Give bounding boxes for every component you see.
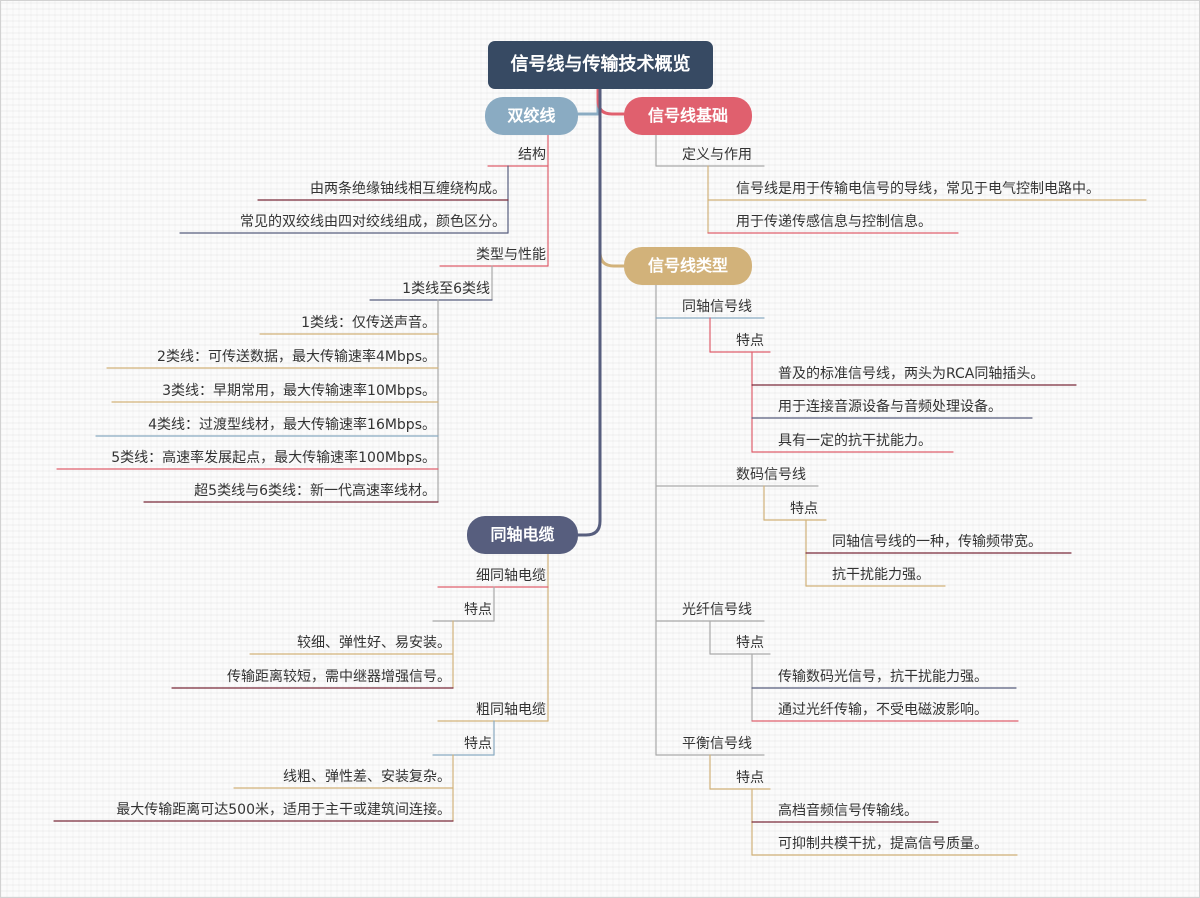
node-thin-coax[interactable]: 细同轴电缆 — [476, 568, 546, 584]
node-balanced-feature-item[interactable]: 可抑制共模干扰，提高信号质量。 — [778, 836, 988, 852]
trunk-basics — [596, 87, 626, 116]
node-coaxial-feature-item[interactable]: 普及的标准信号线，两头为RCA同轴插头。 — [778, 366, 1045, 382]
node-balanced-feature-item[interactable]: 高档音频信号传输线。 — [778, 803, 918, 819]
trunk-coax — [576, 87, 602, 537]
node-category-item[interactable]: 2类线：可传送数据，最大传输速率4Mbps。 — [157, 349, 436, 365]
node-definition-item[interactable]: 信号线是用于传输电信号的导线，常见于电气控制电路中。 — [736, 181, 1100, 197]
trunk-types — [598, 87, 626, 268]
topic-twisted-pair[interactable]: 双绞线 — [485, 97, 578, 135]
node-structure[interactable]: 结构 — [518, 147, 546, 163]
node-balanced-feature[interactable]: 特点 — [736, 770, 764, 786]
node-structure-item[interactable]: 常见的双绞线由四对绞线组成，颜色区分。 — [240, 214, 506, 230]
node-category-item[interactable]: 超5类线与6类线：新一代高速率线材。 — [194, 483, 436, 499]
topic-signal-types[interactable]: 信号线类型 — [624, 247, 752, 285]
node-thick-feature-item[interactable]: 线粗、弹性差、安装复杂。 — [283, 769, 451, 785]
root-topic[interactable]: 信号线与传输技术概览 — [488, 41, 713, 89]
node-coaxial-feature-item[interactable]: 具有一定的抗干扰能力。 — [778, 433, 932, 449]
node-fiber-feature-item[interactable]: 传输数码光信号，抗干扰能力强。 — [778, 669, 988, 685]
node-balanced-signal[interactable]: 平衡信号线 — [682, 736, 752, 752]
node-fiber-feature-item[interactable]: 通过光纤传输，不受电磁波影响。 — [778, 702, 988, 718]
node-coaxial-signal[interactable]: 同轴信号线 — [682, 299, 752, 315]
node-types-performance[interactable]: 类型与性能 — [476, 247, 546, 263]
topic-coax-cable[interactable]: 同轴电缆 — [467, 516, 578, 554]
node-coaxial-feature[interactable]: 特点 — [736, 333, 764, 349]
node-thick-feature[interactable]: 特点 — [464, 736, 492, 752]
node-digital-feature[interactable]: 特点 — [790, 501, 818, 517]
node-digital-signal[interactable]: 数码信号线 — [736, 467, 806, 483]
node-category-range[interactable]: 1类线至6类线 — [402, 281, 490, 297]
node-category-item[interactable]: 1类线：仅传送声音。 — [301, 315, 436, 331]
node-fiber-feature[interactable]: 特点 — [736, 635, 764, 651]
node-fiber-signal[interactable]: 光纤信号线 — [682, 602, 752, 618]
trunk-twisted — [576, 87, 600, 116]
node-category-item[interactable]: 5类线：高速率发展起点，最大传输速率100Mbps。 — [111, 450, 436, 466]
node-thin-feature-item[interactable]: 较细、弹性好、易安装。 — [297, 635, 451, 651]
node-thin-feature-item[interactable]: 传输距离较短，需中继器增强信号。 — [227, 669, 451, 685]
node-digital-feature-item[interactable]: 抗干扰能力强。 — [832, 567, 930, 583]
node-thick-feature-item[interactable]: 最大传输距离可达500米，适用于主干或建筑间连接。 — [116, 802, 451, 818]
node-thin-feature[interactable]: 特点 — [464, 602, 492, 618]
node-coaxial-feature-item[interactable]: 用于连接音源设备与音频处理设备。 — [778, 399, 1002, 415]
node-structure-item[interactable]: 由两条绝缘铀线相互缠绕构成。 — [310, 181, 506, 197]
node-category-item[interactable]: 4类线：过渡型线材，最大传输速率16Mbps。 — [148, 417, 436, 433]
node-digital-feature-item[interactable]: 同轴信号线的一种，传输频带宽。 — [832, 534, 1042, 550]
topic-signal-basics[interactable]: 信号线基础 — [624, 97, 752, 135]
node-thick-coax[interactable]: 粗同轴电缆 — [476, 702, 546, 718]
node-definition[interactable]: 定义与作用 — [682, 147, 752, 163]
node-category-item[interactable]: 3类线：早期常用，最大传输速率10Mbps。 — [162, 383, 436, 399]
node-definition-item[interactable]: 用于传递传感信息与控制信息。 — [736, 214, 932, 230]
